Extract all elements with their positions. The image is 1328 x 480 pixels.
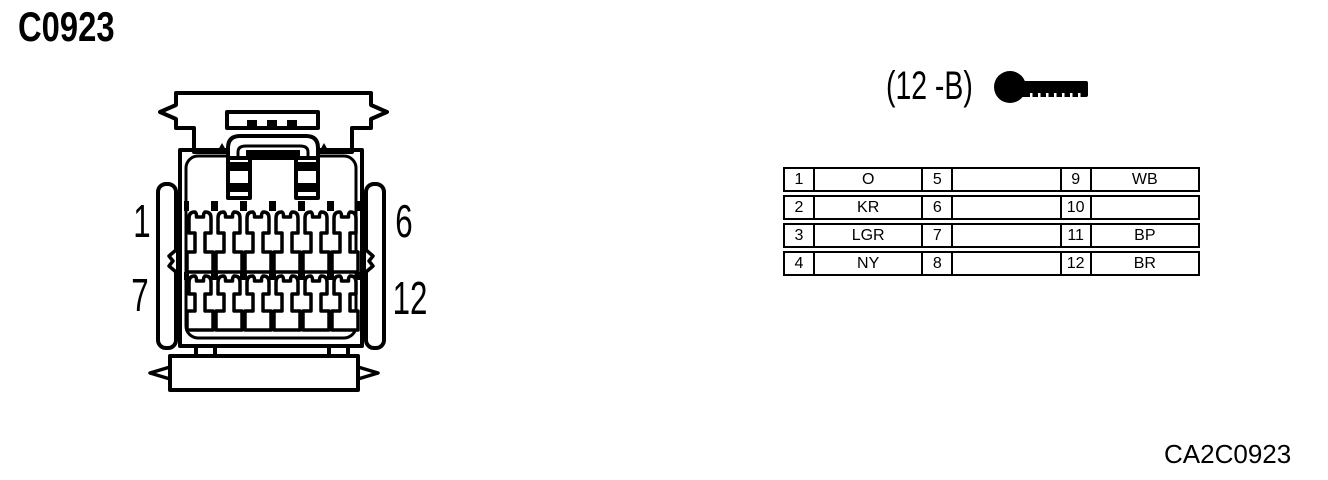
shelf-segment xyxy=(356,272,360,280)
base-nub-right xyxy=(356,365,380,381)
terminal-cavity xyxy=(301,274,331,332)
pin-number-cell: 3 xyxy=(785,225,815,246)
pin-wire-table: 1 O 5 9 WB 2 KR 6 10 3 LGR 7 11 BP 4 NY … xyxy=(783,167,1200,276)
shelf-segment xyxy=(298,201,305,211)
shelf-segment xyxy=(240,272,247,280)
pin-number-cell: 10 xyxy=(1062,197,1092,218)
latch-leg-band xyxy=(298,183,316,192)
terminal-cavity xyxy=(301,210,331,274)
table-row: 2 KR 6 10 xyxy=(783,195,1200,220)
wire-color-cell xyxy=(953,197,1062,218)
wire-color-cell: LGR xyxy=(815,225,924,246)
pin-number-cell: 5 xyxy=(923,169,954,190)
wire-color-cell xyxy=(953,253,1062,274)
connector-svg xyxy=(148,91,389,392)
pin-number-cell: 6 xyxy=(923,197,954,218)
wire-color-cell: BR xyxy=(1133,255,1156,272)
shelf-segment xyxy=(184,272,189,280)
cavity-shelves xyxy=(184,201,360,280)
terminal-cavity xyxy=(243,274,273,332)
pin-label-7: 7 xyxy=(131,269,149,321)
cap-window-bump xyxy=(247,120,257,127)
terminal-cavity xyxy=(214,274,244,332)
wire-lead-icon xyxy=(994,71,1088,103)
wire-color-cell: NY xyxy=(815,253,924,274)
pin-number-cell: 12 xyxy=(1062,253,1092,274)
rail-notch-left xyxy=(167,248,178,274)
cap-window-bump xyxy=(287,120,297,127)
pin-number-cell: 7 xyxy=(923,225,954,246)
shoulder-tick-right xyxy=(320,143,328,150)
latch-leg-band xyxy=(298,162,316,171)
pin-number-cell: 8 xyxy=(923,253,954,274)
connector-face-drawing xyxy=(120,80,440,400)
shelf-segment xyxy=(298,272,305,280)
shelf-segment xyxy=(184,201,189,211)
wire-color-cell: O xyxy=(815,169,924,190)
shelf-segment xyxy=(356,201,360,211)
terminal-cavity xyxy=(185,210,215,274)
pin-number-cell: 9 xyxy=(1062,169,1092,190)
base-nub-left xyxy=(148,365,172,381)
terminal-cavity xyxy=(243,210,273,274)
shelf-segment xyxy=(211,272,218,280)
page-title: C0923 xyxy=(18,3,115,50)
base-bar xyxy=(168,354,360,392)
wire-color-cell: BP xyxy=(1134,227,1156,244)
shelf-segment xyxy=(211,201,218,211)
table-row: 3 LGR 7 11 BP xyxy=(783,223,1200,248)
shoulder-tick-left xyxy=(218,143,226,150)
latch-leg-band xyxy=(230,183,248,192)
table-row: 1 O 5 9 WB xyxy=(783,167,1200,192)
terminal-cavity xyxy=(272,274,302,332)
shelf-segment xyxy=(240,201,247,211)
cap-window-bump xyxy=(267,120,277,127)
connector-type-label: (12 -B) xyxy=(886,64,973,108)
wire-color-cell xyxy=(1092,197,1198,218)
terminal-cavity xyxy=(330,274,360,332)
pin-number-cell: 1 xyxy=(785,169,815,190)
shelf-segment xyxy=(327,272,334,280)
pin-label-1: 1 xyxy=(133,195,151,247)
pin-label-12: 12 xyxy=(392,272,428,324)
pin-number-cell: 2 xyxy=(785,197,815,218)
wire-color-cell: WB xyxy=(1131,171,1158,188)
pin-number-cell: 4 xyxy=(785,253,815,274)
latch-arch-inner xyxy=(236,144,310,158)
terminal-cavity xyxy=(330,210,360,274)
terminal-cavity xyxy=(214,210,244,274)
latch-leg-band xyxy=(230,162,248,171)
terminal-pins xyxy=(185,210,360,332)
shelf-segment xyxy=(269,201,276,211)
rail-notch-right xyxy=(364,248,375,274)
pin-label-6: 6 xyxy=(395,195,413,247)
pin-number-cell: 11 xyxy=(1062,225,1092,246)
wire-color-cell: KR xyxy=(815,197,924,218)
terminal-cavity xyxy=(185,274,215,332)
shelf-segment xyxy=(327,201,334,211)
wire-color-cell xyxy=(953,169,1062,190)
table-row: 4 NY 8 12 BR xyxy=(783,251,1200,276)
wire-color-cell xyxy=(953,225,1062,246)
shelf-segment xyxy=(269,272,276,280)
figure-reference-code: CA2C0923 xyxy=(1164,439,1292,469)
latch-band xyxy=(246,150,300,158)
terminal-cavity xyxy=(272,210,302,274)
